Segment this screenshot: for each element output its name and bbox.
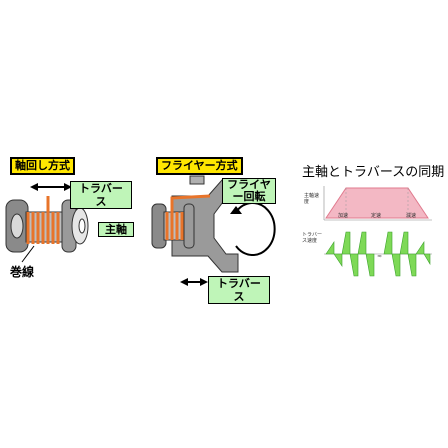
double-arrow-icon [180,278,208,286]
coil-winding-icon [26,196,60,244]
panel3-title: 主軸とトラバースの同期 [302,165,445,180]
spindle-speed-label: 主軸速度 [304,193,320,205]
flyer-icon [171,175,239,273]
traverse-speed-profile [324,231,432,277]
phase-decel-label: 減速 [406,213,417,219]
panel1-winding-label: 巻線 [10,265,35,279]
traverse-speed-label: トラバース速度 [302,232,322,244]
panel2-title: フライヤー方式 [156,157,243,175]
panel1-traverse-label: トラバース [70,181,132,209]
double-arrow-icon [30,183,72,191]
phase-const-label: 定速 [371,213,382,219]
panel2-traverse-label: トラバース [208,276,270,304]
panel2-flyer-label: フライヤー回転 [222,178,276,204]
coil-winding-icon [165,194,211,240]
axis-break-mark: ≈ [377,253,382,260]
panel1-spindle-label: 主軸 [98,222,134,237]
phase-accel-label: 加速 [338,213,349,219]
panel1-title: 軸回し方式 [10,157,75,175]
spindle-speed-profile [323,186,432,221]
